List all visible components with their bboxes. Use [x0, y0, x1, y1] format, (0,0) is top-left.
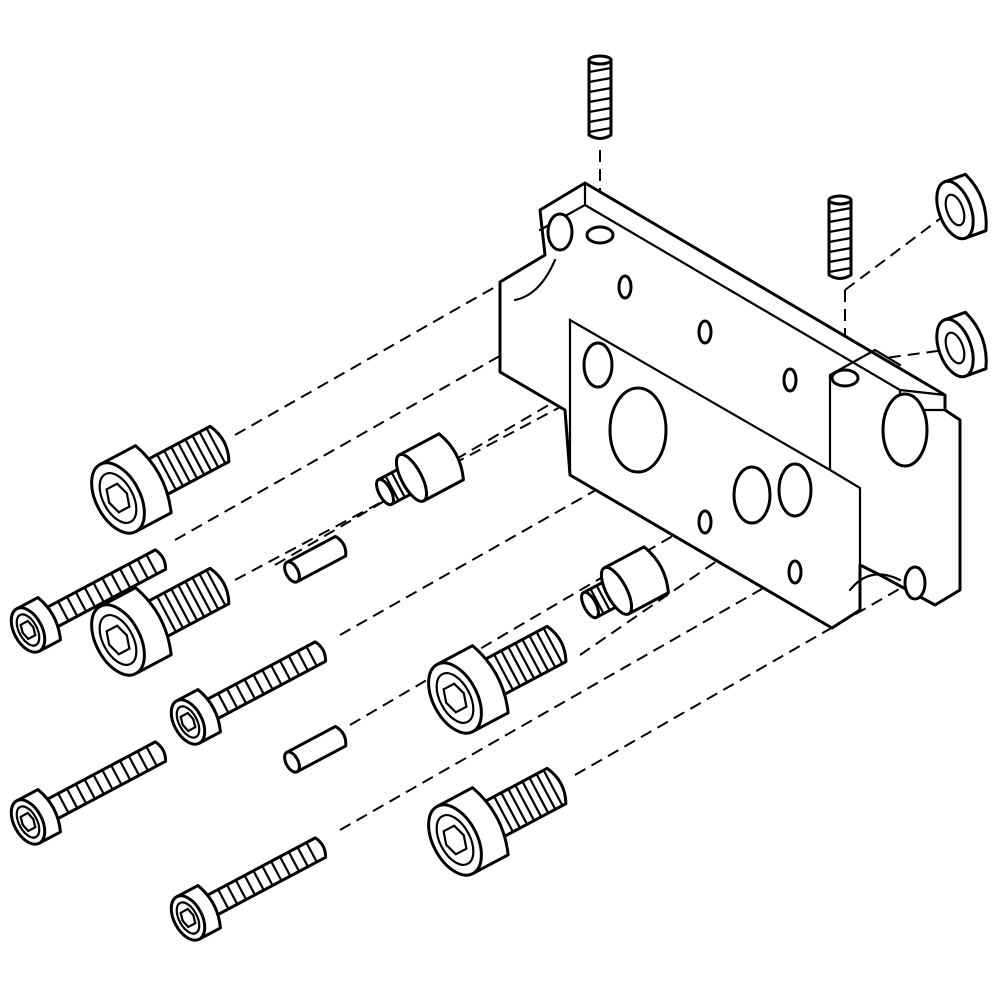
mounting-plate-icon: [498, 181, 962, 630]
long-socket-cap-screw-icon: [162, 823, 336, 948]
socket-cap-screw-icon: [416, 606, 581, 744]
socket-cap-screw-icon: [79, 406, 244, 544]
set-screw-icon: [587, 54, 613, 140]
centering-sleeve-icon: [365, 429, 470, 520]
long-socket-cap-screw-icon: [2, 727, 176, 852]
long-socket-cap-screw-icon: [162, 627, 336, 752]
centering-sleeve-icon: [570, 542, 675, 633]
dowel-pin-icon: [280, 723, 351, 777]
nut-icon: [928, 170, 995, 246]
nut-icon: [928, 308, 995, 384]
socket-cap-screw-icon: [416, 748, 581, 886]
set-screw-icon: [827, 194, 853, 280]
